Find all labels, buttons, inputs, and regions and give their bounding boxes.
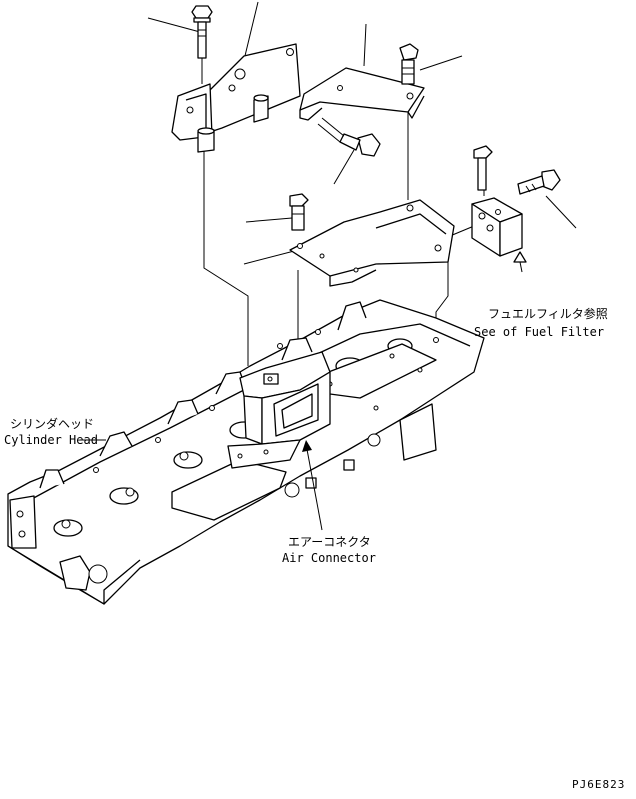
assembly-guide-lines	[201, 46, 485, 366]
drawing-code: PJ6E823	[572, 778, 625, 791]
air-connector-label-jp: エアーコネクタ	[288, 535, 371, 549]
fuel-filter-block	[471, 197, 527, 273]
cylinder-head	[7, 299, 485, 605]
bracket-middle-plate	[289, 199, 455, 287]
bolt-far-right	[517, 169, 561, 195]
bracket-upper-right	[299, 67, 425, 121]
bolt-middle-diagonal	[317, 117, 381, 157]
air-connector	[227, 351, 331, 469]
fuel-filter-label-en: See of Fuel Filter	[474, 325, 604, 339]
labels: フュエルフィルタ参照 See of Fuel Filter シリンダヘッド Cy…	[4, 306, 625, 791]
cylinder-head-label-en: Cylinder Head	[4, 433, 98, 447]
label-leaders	[80, 439, 323, 531]
fuel-filter-label-jp: フュエルフィルタ参照	[488, 306, 608, 321]
callout-leaders	[147, 1, 577, 265]
cylinder-head-label-jp: シリンダヘッド	[10, 416, 94, 431]
bolt-middle-left	[289, 193, 309, 231]
bracket-upper-left	[171, 43, 301, 153]
bolt-top-left	[191, 5, 213, 59]
air-connector-label-en: Air Connector	[282, 551, 376, 565]
bolt-right-small	[473, 145, 493, 191]
bolt-upper-right	[399, 43, 419, 85]
